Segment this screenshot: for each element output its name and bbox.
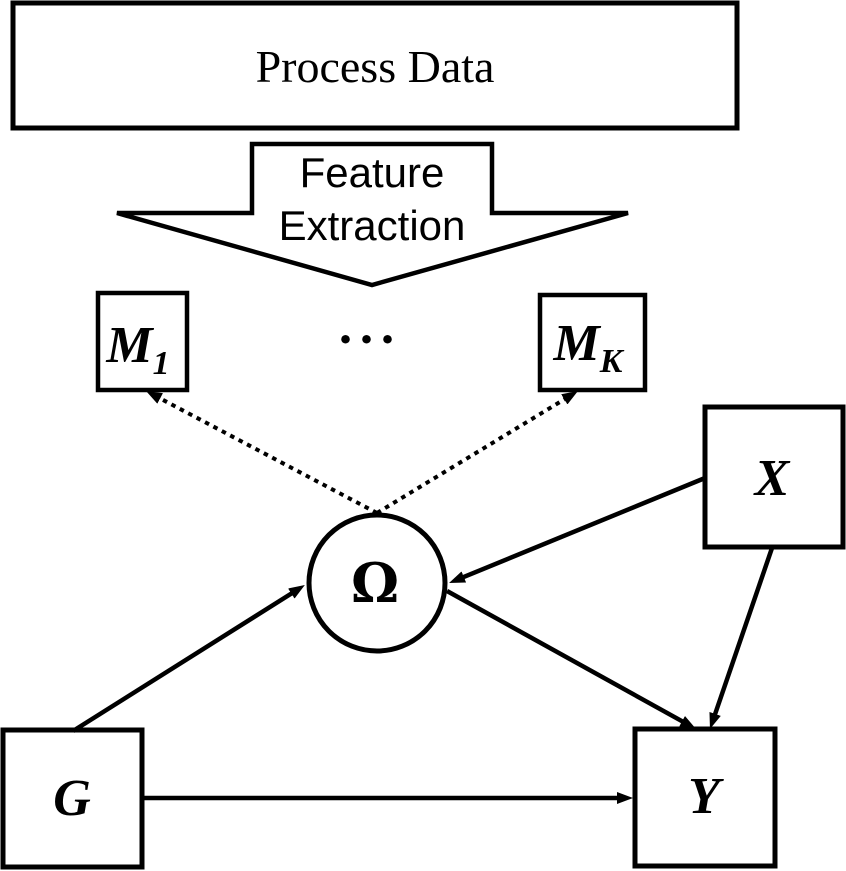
node-g-box [0,727,145,870]
node-omega-label: Ω [351,551,399,615]
process-data-box [10,0,740,131]
node-omega-circle [306,512,448,654]
m1-subscript: 1 [153,345,170,382]
process-data-label: Process Data [256,41,495,92]
node-m1-box [95,290,190,393]
m1-base: M [105,317,154,374]
edge-omega-to-m1 [146,390,378,515]
node-g-label: G [53,770,91,827]
node-mk-box [537,292,648,393]
node-y-label: Y [688,768,724,825]
node-y-box [632,726,778,869]
edge-x-to-y [709,547,775,730]
edge-omega-to-mk [375,391,578,515]
ellipsis-dots: ··· [337,312,400,366]
feature-extraction-label-line1: Feature [300,149,445,196]
feature-extraction-arrow [116,141,629,288]
node-m1-label: M1 [105,317,169,382]
node-x-box [702,404,846,550]
mk-base: M [553,315,602,372]
node-mk-label: MK [553,315,625,380]
edge-g-to-omega [71,585,305,733]
feature-extraction-label-line2: Extraction [279,202,466,249]
edge-omega-to-y [445,589,697,729]
mk-subscript: K [599,343,625,380]
edge-x-to-omega [449,475,706,584]
node-x-label: X [753,450,791,507]
